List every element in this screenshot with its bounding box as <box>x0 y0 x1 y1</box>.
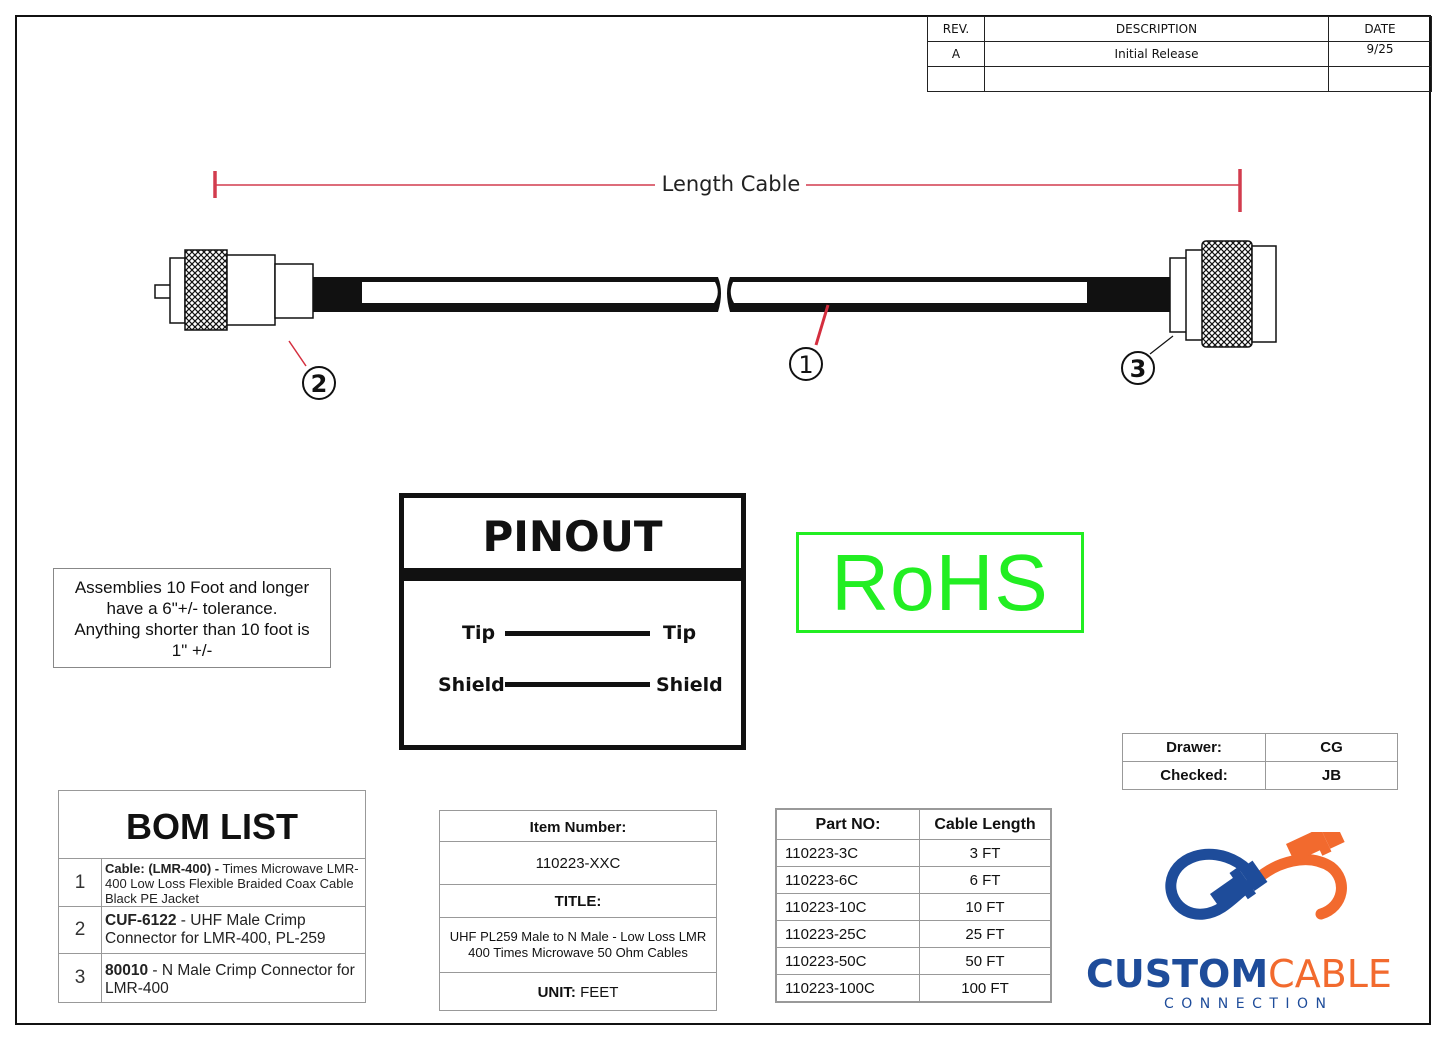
part-no-cell: 110223-100C <box>775 974 920 1003</box>
callout-3: 3 <box>1121 335 1174 385</box>
bom-list: BOM LIST 1 Cable: (LMR-400) - Times Micr… <box>58 790 366 1003</box>
bom-part-desc: - N Male Crimp Connector for LMR-400 <box>105 962 355 997</box>
cable-length-cell: 50 FT <box>919 947 1052 975</box>
bom-part-desc: Times Microwave LMR-400 Low Loss Flexibl… <box>105 861 359 906</box>
date-empty <box>1328 66 1432 92</box>
callout-3-number: 3 <box>1130 355 1147 383</box>
table-row: 110223-10C 10 FT <box>775 893 1052 921</box>
part-number-table: Part NO: Cable Length 110223-3C 3 FT 110… <box>775 808 1052 1003</box>
callout-1-number: 1 <box>798 351 813 379</box>
date-value: 9/25 <box>1328 41 1432 67</box>
checked-label: Checked: <box>1122 761 1266 790</box>
bom-part-name: 80010 <box>105 962 149 979</box>
logo-word-cable: CABLE <box>1268 952 1392 996</box>
date-header: DATE <box>1328 16 1432 42</box>
tolerance-note: Assemblies 10 Foot and longer have a 6"+… <box>53 568 331 668</box>
pin-shield-left: Shield <box>438 674 505 696</box>
description-header: DESCRIPTION <box>984 16 1329 42</box>
cable-drawing: Length Cable 1 2 3 <box>154 169 1277 400</box>
bom-item-text: Cable: (LMR-400) - Times Microwave LMR-4… <box>102 859 365 906</box>
callout-1: 1 <box>789 304 830 381</box>
n-connector-drawing <box>1169 240 1277 348</box>
cable-length-cell: 3 FT <box>919 839 1052 867</box>
item-number-value: 110223-XXC <box>440 842 716 885</box>
bom-item-text: CUF-6122 - UHF Male Crimp Connector for … <box>102 907 365 953</box>
bom-part-name: CUF-6122 <box>105 912 177 929</box>
table-row: 110223-25C 25 FT <box>775 920 1052 948</box>
pin-shield-line <box>505 682 650 687</box>
item-info-table: Item Number: 110223-XXC TITLE: UHF PL259… <box>439 810 717 1011</box>
part-no-cell: 110223-10C <box>775 893 920 921</box>
bom-row: 2 CUF-6122 - UHF Male Crimp Connector fo… <box>59 907 365 954</box>
table-row: 110223-3C 3 FT <box>775 839 1052 867</box>
bom-row: 3 80010 - N Male Crimp Connector for LMR… <box>59 954 365 1002</box>
item-number-label: Item Number: <box>440 811 716 842</box>
callout-2-leader <box>288 340 307 367</box>
part-no-cell: 110223-6C <box>775 866 920 894</box>
cable-length-cell: 100 FT <box>919 974 1052 1003</box>
bom-row: 1 Cable: (LMR-400) - Times Microwave LMR… <box>59 859 365 907</box>
drawer-label: Drawer: <box>1122 733 1266 762</box>
company-logo: CUSTOMCABLE CONNECTION <box>1086 818 1426 1017</box>
part-no-cell: 110223-3C <box>775 839 920 867</box>
rohs-mark: RoHS <box>796 532 1084 633</box>
title-label: TITLE: <box>440 885 716 918</box>
cable-body-drawing <box>313 277 1172 312</box>
bom-item-text: 80010 - N Male Crimp Connector for LMR-4… <box>102 954 365 1002</box>
unit-value: FEET <box>575 984 619 1001</box>
checked-value: JB <box>1265 761 1398 790</box>
title-value: UHF PL259 Male to N Male - Low Loss LMR … <box>440 918 716 973</box>
pin-tip-line <box>505 631 650 636</box>
signoff-table: Drawer: CG Checked: JB <box>1122 733 1398 790</box>
cable-length-header: Cable Length <box>919 808 1052 840</box>
table-row: 110223-100C 100 FT <box>775 974 1052 1003</box>
bom-item-number: 2 <box>59 907 102 953</box>
callout-1-leader <box>814 304 830 346</box>
part-no-cell: 110223-50C <box>775 947 920 975</box>
callout-2-number: 2 <box>311 370 328 398</box>
part-no-cell: 110223-25C <box>775 920 920 948</box>
drawing-frame <box>15 15 1431 1025</box>
table-row: 110223-6C 6 FT <box>775 866 1052 894</box>
unit-label: UNIT: <box>537 984 576 1001</box>
cable-length-cell: 25 FT <box>919 920 1052 948</box>
callout-2: 2 <box>288 340 336 400</box>
uhf-connector-drawing <box>154 249 314 331</box>
bom-part-desc: - UHF Male Crimp Connector for LMR-400, … <box>105 912 326 947</box>
callout-3-leader <box>1149 335 1174 355</box>
drawer-value: CG <box>1265 733 1398 762</box>
part-no-header: Part NO: <box>775 808 920 840</box>
pin-shield-right: Shield <box>656 674 723 696</box>
table-row: 110223-50C 50 FT <box>775 947 1052 975</box>
logo-wordmark: CUSTOMCABLE <box>1086 952 1426 996</box>
length-label: Length Cable <box>662 172 801 196</box>
bom-title: BOM LIST <box>59 791 365 859</box>
rev-empty <box>927 66 985 92</box>
cable-length-cell: 10 FT <box>919 893 1052 921</box>
logo-subtitle: CONNECTION <box>1164 996 1334 1012</box>
pinout-box: PINOUT Tip Tip Shield Shield <box>399 493 746 750</box>
length-dimension: Length Cable <box>213 169 1242 212</box>
pinout-title: PINOUT <box>404 498 741 581</box>
bom-item-number: 1 <box>59 859 102 906</box>
unit-row: UNIT: FEET <box>440 973 716 1010</box>
revision-table: REV. DESCRIPTION DATE A Initial Release … <box>927 16 1432 92</box>
pin-tip-right: Tip <box>663 622 697 644</box>
pin-tip-left: Tip <box>462 622 496 644</box>
bom-part-name: Cable: (LMR-400) - <box>105 861 220 876</box>
logo-word-custom: CUSTOM <box>1086 952 1269 996</box>
bom-item-number: 3 <box>59 954 102 1002</box>
cable-connector-logo-icon <box>1165 818 1347 920</box>
cable-length-cell: 6 FT <box>919 866 1052 894</box>
